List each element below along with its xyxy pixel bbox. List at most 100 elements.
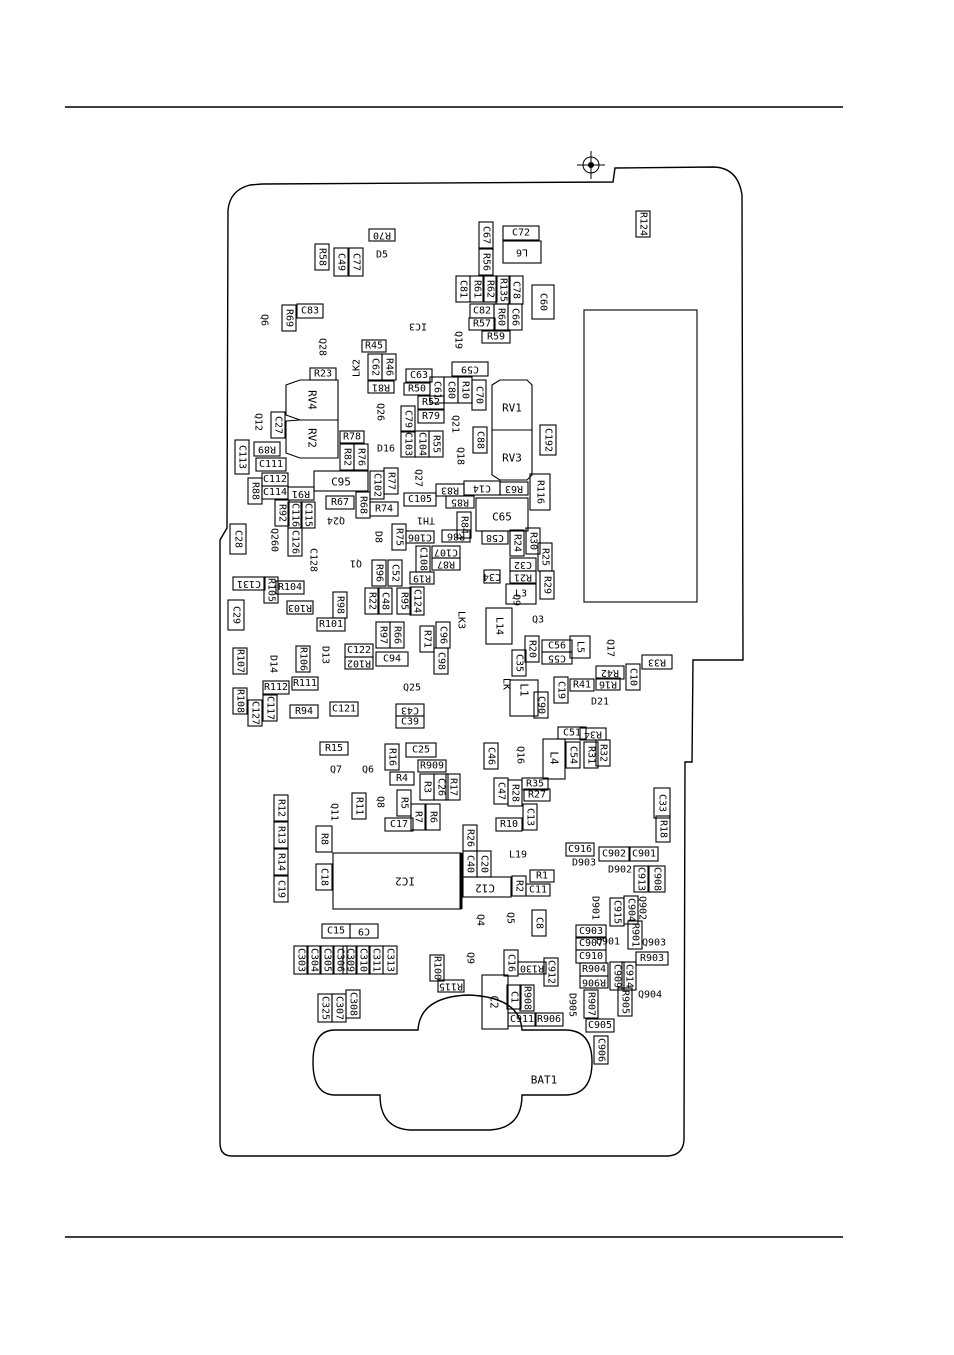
component-box bbox=[471, 379, 487, 411]
component-c27: C27 bbox=[270, 411, 286, 439]
component-label: C96 bbox=[438, 626, 449, 644]
component-label: R27 bbox=[528, 790, 546, 801]
component-q19: Q19 bbox=[453, 331, 464, 349]
component-r75: R75 bbox=[391, 523, 407, 551]
component-label: Q11 bbox=[329, 803, 340, 821]
component-q28: Q28 bbox=[317, 338, 328, 356]
component-label: C60 bbox=[538, 293, 549, 311]
component-r904: R904 bbox=[579, 962, 609, 977]
component-label: C72 bbox=[512, 228, 530, 239]
component-box bbox=[332, 945, 348, 975]
component-box bbox=[579, 727, 607, 741]
component-box bbox=[333, 247, 349, 277]
component-label: C309 bbox=[345, 948, 356, 972]
component-label: R59 bbox=[487, 332, 505, 343]
component-box bbox=[287, 527, 303, 557]
component-box bbox=[329, 701, 359, 717]
component-label: C65 bbox=[492, 511, 512, 524]
component-label: C32 bbox=[514, 559, 532, 570]
component-c11: C11 bbox=[525, 883, 551, 897]
component-label: R111 bbox=[293, 678, 317, 689]
component-label: C43 bbox=[401, 705, 419, 716]
component-box bbox=[342, 945, 358, 975]
component-q6: Q6 bbox=[362, 765, 374, 776]
component-r58: R58 bbox=[314, 243, 330, 271]
component-box bbox=[417, 409, 445, 424]
component-c311: C311 bbox=[368, 945, 384, 975]
component-label: D905 bbox=[567, 993, 578, 1017]
component-label: R58 bbox=[317, 248, 328, 266]
component-label: Q902 bbox=[637, 896, 648, 920]
component-box bbox=[531, 284, 555, 320]
component-box bbox=[325, 495, 355, 510]
component-label: R906 bbox=[537, 1014, 561, 1025]
component-r106: R106 bbox=[295, 645, 311, 673]
component-c18: C18 bbox=[315, 863, 333, 891]
component-q4: Q4 bbox=[475, 914, 486, 926]
component-r87: R87 bbox=[431, 557, 461, 571]
component-box bbox=[502, 225, 540, 241]
component-label: R15 bbox=[325, 743, 343, 754]
component-c12: C12 bbox=[475, 882, 495, 895]
component-box bbox=[349, 923, 379, 939]
component-label: C11 bbox=[529, 885, 547, 896]
component-label: C116 bbox=[290, 503, 301, 527]
component-label: C121 bbox=[332, 704, 356, 715]
component-box bbox=[539, 424, 557, 456]
component-label: R70 bbox=[373, 230, 391, 241]
component-label: C14 bbox=[473, 483, 491, 494]
component-label: C106 bbox=[408, 532, 432, 543]
component-r56: R56 bbox=[478, 248, 494, 276]
component-label: R135 bbox=[498, 278, 509, 302]
component-box bbox=[481, 330, 511, 344]
component-c903: C903 bbox=[575, 924, 607, 939]
component-label: C54 bbox=[568, 746, 579, 764]
component-label: Q5 bbox=[505, 912, 516, 924]
component-label: C2 bbox=[488, 995, 501, 1008]
component-c916: C916 bbox=[565, 842, 595, 857]
component-c33: C33 bbox=[653, 787, 671, 819]
component-c19b: C19 bbox=[273, 875, 289, 903]
component-box bbox=[306, 945, 322, 975]
component-r60: R60 bbox=[493, 303, 509, 331]
component-box bbox=[273, 875, 289, 903]
component-label: C112 bbox=[263, 474, 287, 485]
component-label: R12 bbox=[276, 799, 287, 817]
component-c306: C306 bbox=[332, 945, 348, 975]
component-c117: C117 bbox=[262, 694, 278, 722]
component-label: R107 bbox=[235, 649, 246, 673]
component-box bbox=[319, 741, 349, 756]
component-label: C912 bbox=[546, 960, 557, 984]
component-c70: C70 bbox=[471, 379, 487, 411]
component-label: C29 bbox=[231, 606, 242, 624]
component-c102: C102 bbox=[369, 470, 385, 500]
component-label: C310 bbox=[358, 948, 369, 972]
component-box bbox=[623, 895, 639, 925]
component-c128: C128 bbox=[308, 548, 319, 572]
component-label: C115 bbox=[303, 503, 314, 527]
component-rv2: RV2 bbox=[306, 428, 319, 448]
component-box bbox=[579, 975, 609, 989]
component-c9: C9 bbox=[349, 923, 379, 939]
component-label: R1 bbox=[536, 871, 548, 882]
component-label: C83 bbox=[301, 306, 319, 317]
rv2-body bbox=[285, 419, 339, 459]
component-box bbox=[557, 726, 587, 740]
component-label: Q7 bbox=[330, 765, 342, 776]
component-q8: Q8 bbox=[375, 796, 386, 808]
component-c107: C107 bbox=[431, 545, 461, 559]
component-label: C26 bbox=[436, 778, 447, 796]
component-box bbox=[533, 691, 549, 719]
component-box bbox=[263, 576, 279, 604]
component-label: C909 bbox=[612, 964, 623, 988]
component-box bbox=[232, 687, 248, 715]
component-d16: D16 bbox=[377, 444, 395, 455]
component-c55: C55 bbox=[541, 651, 573, 665]
component-label: R91 bbox=[292, 488, 310, 499]
component-r4: R4 bbox=[389, 771, 415, 786]
component-c52: C52 bbox=[387, 559, 403, 587]
component-label: R81 bbox=[372, 382, 390, 393]
component-c901: C901 bbox=[629, 846, 659, 862]
component-label: R901 bbox=[630, 923, 641, 947]
component-c15: C15 bbox=[321, 923, 351, 939]
